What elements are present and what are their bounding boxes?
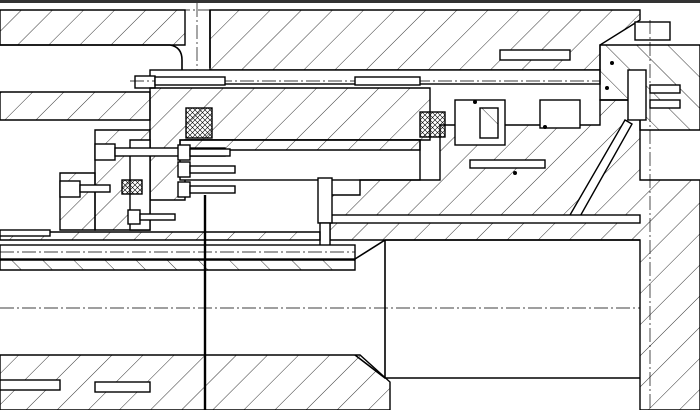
right-body [317,20,700,410]
sleeve-assembly [59,87,446,231]
tie-rod [130,69,601,89]
oil-channel [329,214,641,224]
fastener-markers [473,61,614,175]
left-plate [0,91,151,121]
seal-block [185,107,213,139]
shaft [0,195,640,410]
bolts [59,143,236,225]
